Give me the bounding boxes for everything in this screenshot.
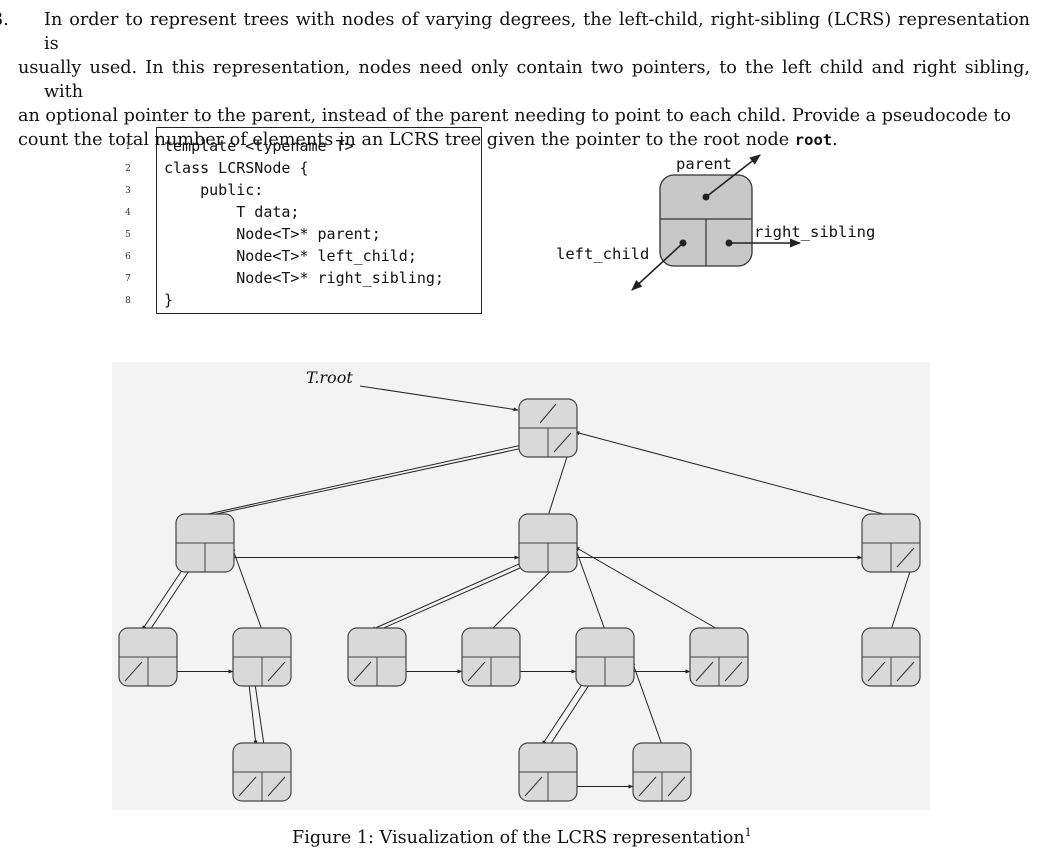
tree-node [461, 627, 521, 687]
problem-line-3: an optional pointer to the parent, inste… [18, 106, 1011, 126]
tree-nodes [118, 398, 921, 802]
left-child-label: left_child [556, 245, 649, 263]
line-number: 7 [125, 274, 131, 284]
parent-pointer-arrow [705, 154, 761, 198]
line-number: 3 [125, 186, 131, 196]
tree-edges [141, 431, 919, 789]
line-number: 5 [125, 230, 131, 240]
tree-figure: T.root [118, 368, 921, 802]
problem-statement: 3.In order to represent trees with nodes… [0, 8, 1030, 152]
line-number: 2 [125, 164, 131, 174]
tree-node [347, 627, 407, 687]
footnote-mark: 1 [744, 826, 752, 839]
right-sibling-label: right_sibling [754, 223, 875, 241]
lcrs-node-diagram: parent left_child right_sibling [556, 154, 875, 291]
line-number: 4 [125, 208, 131, 218]
problem-line-1: 3.In order to represent trees with nodes… [0, 10, 1030, 54]
code-line: Node<T>* right_sibling; [164, 269, 444, 287]
problem-number: 3. [0, 10, 9, 30]
code-line: class LCRSNode { [164, 159, 309, 177]
figure-caption: Figure 1: Visualization of the LCRS repr… [292, 826, 752, 848]
tree-node [518, 398, 578, 458]
problem-line-2: usually used. In this representation, no… [18, 58, 1030, 102]
parent-arrow [378, 559, 540, 631]
line-number: 6 [125, 252, 131, 262]
left-child-arrow [370, 557, 534, 631]
tree-node [232, 627, 292, 687]
problem-line-4: count the total number of elements in an… [18, 130, 838, 150]
parent-arrow [574, 546, 606, 631]
tree-node [232, 742, 292, 802]
tree-node [175, 513, 235, 573]
line-number: 1 [125, 142, 131, 152]
tree-node [118, 627, 178, 687]
root-pointer-arrow [359, 385, 519, 412]
parent-label: parent [676, 155, 732, 173]
code-line: Node<T>* parent; [164, 225, 381, 243]
code-listing: template <typename T> class LCRSNode { p… [156, 127, 482, 314]
parent-arrow [631, 660, 663, 746]
line-number: 8 [125, 296, 131, 306]
code-line-numbers: 1 2 3 4 5 6 7 8 [118, 136, 138, 312]
code-line: Node<T>* left_child; [164, 247, 417, 265]
tree-node [689, 627, 749, 687]
tree-node [575, 627, 635, 687]
tree-node [861, 513, 921, 573]
tree-node [518, 513, 578, 573]
root-label: T.root [306, 368, 353, 387]
code-line: public: [164, 181, 264, 199]
code-line: T data; [164, 203, 300, 221]
parent-arrow [231, 546, 263, 631]
tree-node [632, 742, 692, 802]
code-text: template <typename T> class LCRSNode { p… [157, 128, 481, 311]
tree-node [861, 627, 921, 687]
left-child-pointer-arrow [631, 242, 684, 291]
left-child-arrow [198, 442, 534, 517]
parent-arrow [206, 443, 540, 517]
parent-arrow [574, 546, 720, 631]
code-line: template <typename T> [164, 137, 354, 155]
tree-node [518, 742, 578, 802]
code-line: } [164, 291, 174, 309]
parent-arrow [574, 431, 892, 517]
root-code: root [794, 131, 833, 149]
